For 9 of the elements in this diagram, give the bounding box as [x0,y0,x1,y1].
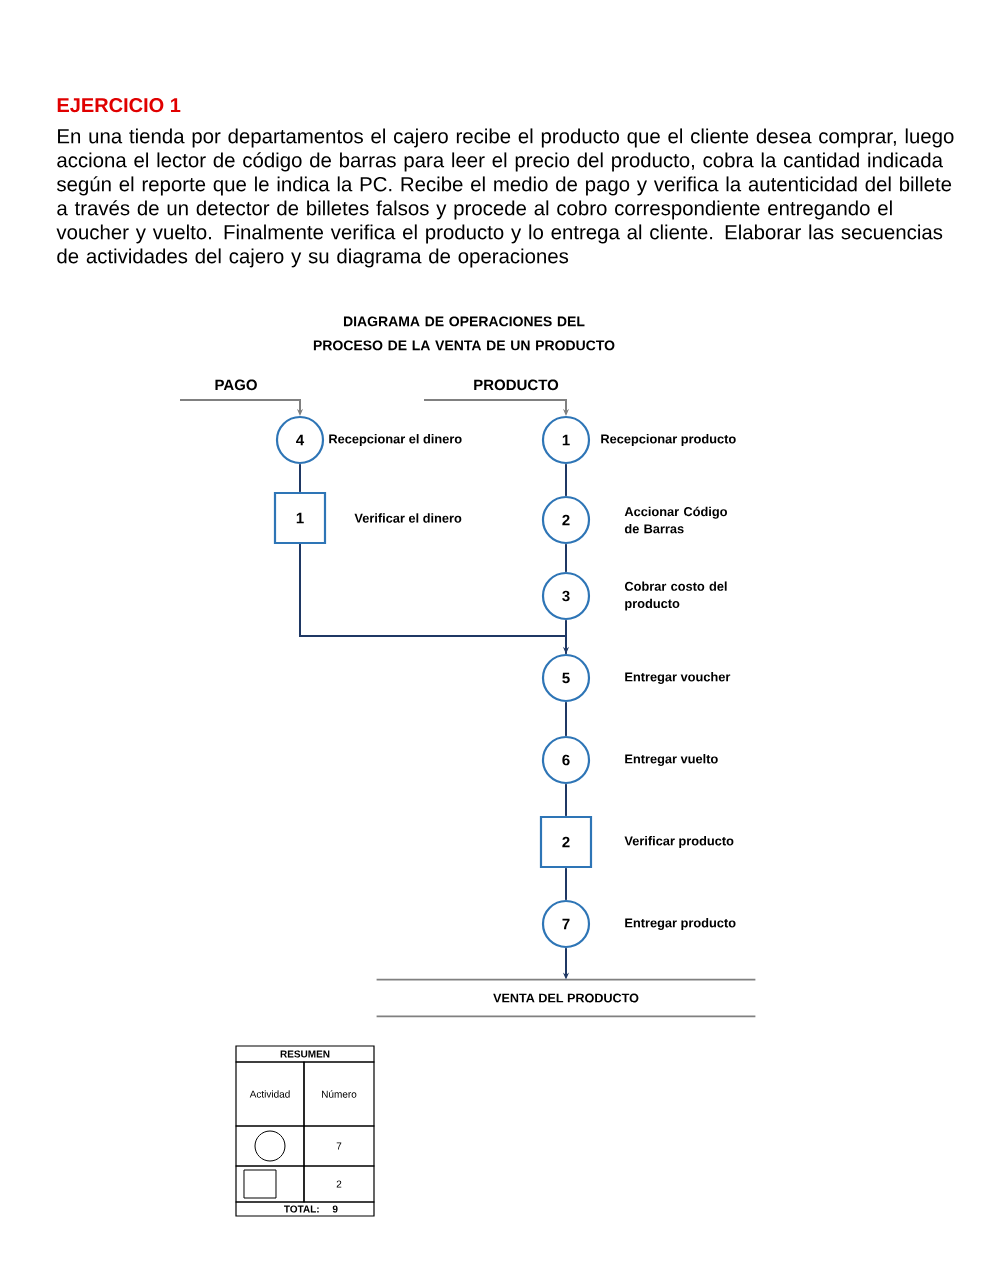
connector [565,783,567,817]
connector [565,701,567,737]
heading: EJERCICIO 1 [57,98,181,113]
connector [565,867,567,901]
connector [299,463,301,493]
paragraph: En una tienda por departamentos el cajero recibe el producto que el cliente desea comprar, luego acciona el lector de código de barras para leer el precio del producto, cobra la cantidad indicada según el reporte que le indica la PC. Recibe el medio de pago y verifica la autenticidad del billete a través de un detector de billetes falsos y procede al cobro correspondiente entregando el voucher y vuelto. Finalmente verifica el producto y lo entrega al cliente. Elaborar las secuencias de actividades del cajero y su diagrama de operaciones [56,128,954,268]
connector [565,543,567,573]
connector [565,463,567,497]
connector [565,619,567,655]
